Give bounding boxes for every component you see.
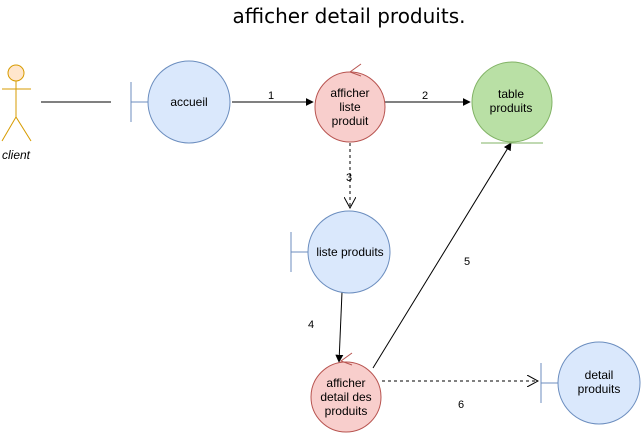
- control-afficher-detail-des-produits-line-3: produits: [325, 404, 368, 418]
- actor-label: client: [2, 148, 31, 162]
- edge-6-label: 6: [458, 399, 464, 411]
- edge-3-label: 3: [346, 172, 352, 184]
- boundary-detail-produits[interactable]: detail produits: [540, 341, 641, 425]
- diagram-title: afficher detail produits.: [233, 4, 466, 28]
- edge-4: [335, 291, 344, 363]
- boundary-accueil[interactable]: accueil: [130, 60, 231, 144]
- actor-head: [7, 64, 25, 82]
- edge-4-label: 4: [308, 319, 314, 331]
- boundary-liste-produits-label: liste produits: [316, 245, 383, 259]
- control-afficher-liste-produit-line-2: liste: [339, 100, 361, 114]
- entity-table-produits-line-2: produits: [490, 101, 533, 115]
- actor-leg-left: [1, 116, 17, 142]
- actor-leg-right: [15, 116, 32, 142]
- control-afficher-detail-des-produits-line-1: afficher: [326, 376, 365, 390]
- control-afficher-detail-des-produits[interactable]: afficher detail des produits: [310, 352, 382, 433]
- edge-5: [372, 142, 512, 369]
- actor-client[interactable]: client: [1, 64, 32, 162]
- boundary-accueil-label: accueil: [170, 95, 207, 109]
- boundary-detail-produits-circle: [557, 341, 641, 425]
- edge-2-label: 2: [422, 90, 428, 102]
- control-afficher-liste-produit-arrowhead: [348, 63, 362, 77]
- boundary-liste-produits-circle: [307, 210, 391, 294]
- entity-table-produits-circle: [471, 61, 553, 143]
- control-afficher-liste-produit-line-3: produit: [332, 114, 369, 128]
- entity-table-produits[interactable]: table produits: [471, 61, 553, 144]
- boundary-accueil-circle: [147, 60, 231, 144]
- control-afficher-liste-produit-line-1: afficher: [330, 86, 369, 100]
- control-afficher-detail-des-produits-line-2: detail des: [320, 390, 371, 404]
- boundary-liste-produits[interactable]: liste produits: [290, 210, 391, 294]
- control-afficher-detail-des-produits-arrowhead: [339, 352, 353, 366]
- control-afficher-detail-des-produits-circle: [310, 361, 382, 433]
- edge-5-label: 5: [464, 256, 470, 268]
- entity-table-produits-line-1: table: [498, 87, 524, 101]
- control-afficher-liste-produit[interactable]: afficher liste produit: [314, 63, 386, 143]
- boundary-detail-produits-line-1: detail: [585, 368, 614, 382]
- edge-1-label: 1: [268, 90, 274, 102]
- boundary-detail-produits-line-2: produits: [578, 382, 621, 396]
